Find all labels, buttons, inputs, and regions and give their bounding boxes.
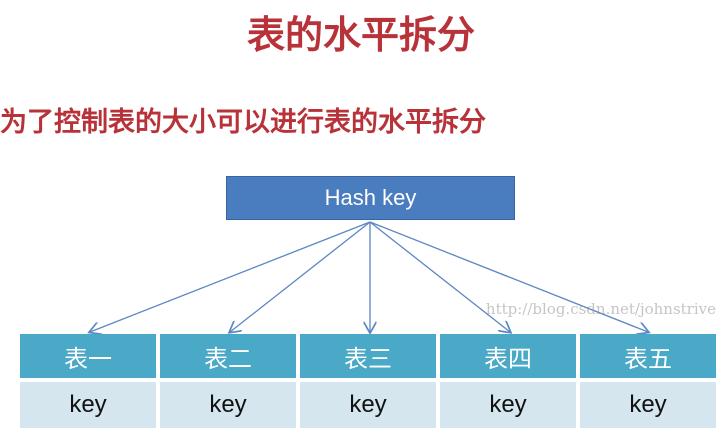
- table-header: 表四: [440, 334, 576, 378]
- table-header: 表五: [580, 334, 716, 378]
- table-header: 表三: [300, 334, 436, 378]
- table-key-cell: key: [440, 382, 576, 428]
- arrow-1: [90, 221, 371, 332]
- arrow-5: [369, 221, 648, 332]
- hash-key-box: Hash key: [226, 176, 515, 220]
- slide-title: 表的水平拆分: [246, 13, 475, 57]
- watermark: http://blog.csdn.net/johnstrive: [485, 300, 716, 318]
- table-key-cell: key: [160, 382, 296, 428]
- table-header: 表一: [20, 334, 156, 378]
- table-5: 表五 key: [580, 334, 716, 428]
- table-key-cell: key: [20, 382, 156, 428]
- slide-subtitle: 为了控制表的大小可以进行表的水平拆分: [0, 107, 486, 138]
- arrow-4: [369, 221, 510, 332]
- table-4: 表四 key: [440, 334, 576, 428]
- table-key-cell: key: [580, 382, 716, 428]
- table-header: 表二: [160, 334, 296, 378]
- arrow-2: [230, 221, 371, 332]
- table-3: 表三 key: [300, 334, 436, 428]
- table-2: 表二 key: [160, 334, 296, 428]
- table-key-cell: key: [300, 382, 436, 428]
- table-1: 表一 key: [20, 334, 156, 428]
